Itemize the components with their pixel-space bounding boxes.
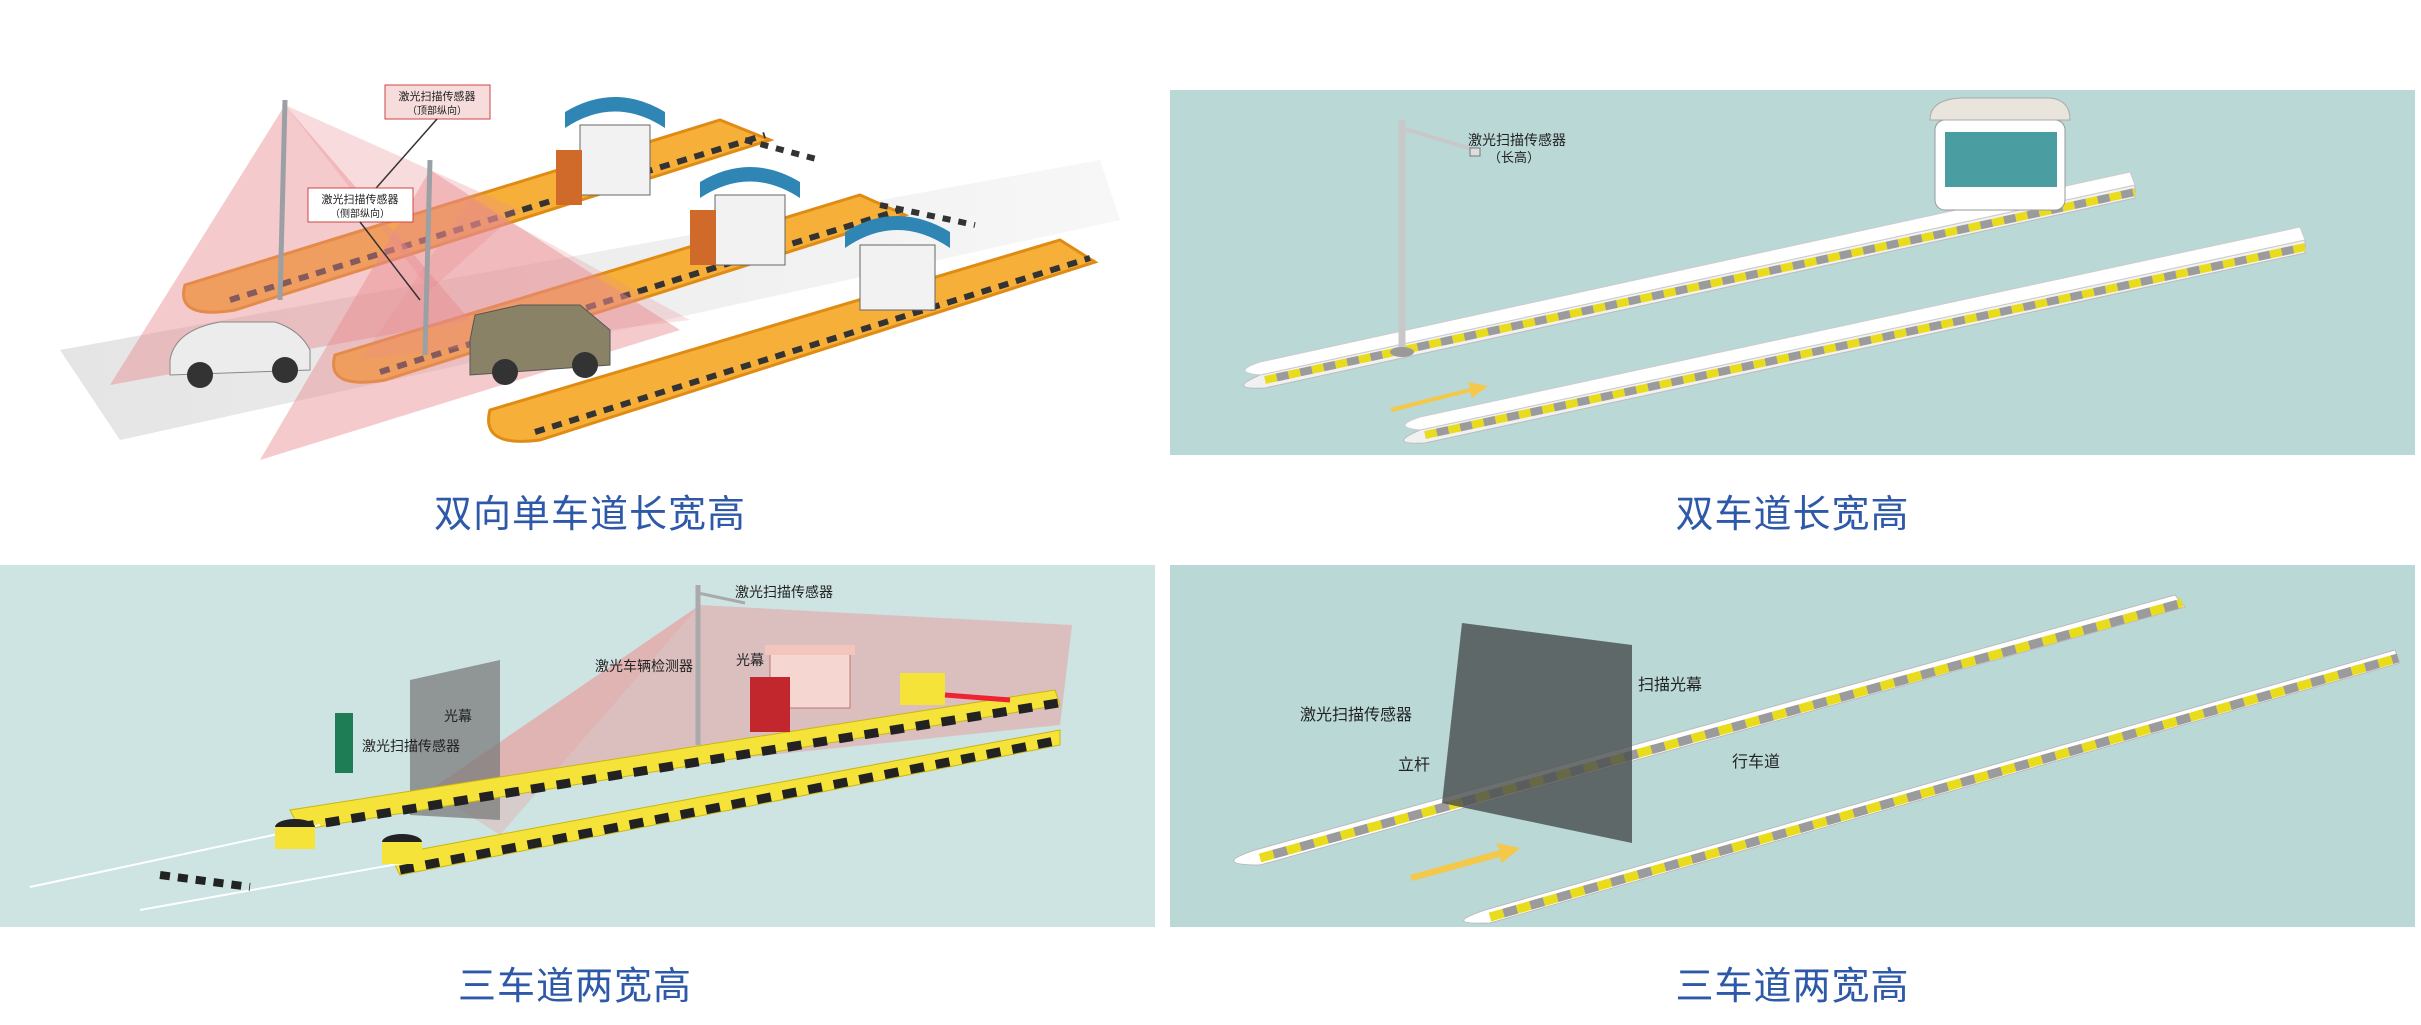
traffic-island [389,729,1061,876]
traffic-island [487,238,1099,443]
sensor-pole [277,99,433,356]
scan-light-curtain [1442,623,1632,843]
laser-sensor-icon [1469,147,1481,157]
sensor-pole [1390,120,1476,357]
sensor-label: 激光扫描传感器 [1468,132,1566,149]
toll-booth [750,645,855,732]
car [169,321,311,388]
lane-arrow [1410,843,1520,881]
curtain-label: 扫描光幕 [1638,675,1702,694]
toll-booth [845,216,950,311]
top-sensor-label: 激光扫描传感器 [735,584,833,601]
toll-booth [1929,97,2071,211]
barrier-gate [900,673,1011,705]
vehicle-detector-label: 激光车辆检测器 [595,658,693,675]
callout-side-sensor: 激光扫描传感器 （侧部纵向） [307,187,421,301]
panel-caption: 三车道两宽高 [1675,964,1910,1008]
sensor-label: 激光扫描传感器 [1300,705,1412,724]
diagram-panel-three-lane-b: 扫描光幕 激光扫描传感器 立杆 行车道 [1170,565,2415,927]
road-marking [29,824,421,911]
barrier-gate [744,137,976,228]
svg-text:激光扫描传感器: 激光扫描传感器 [399,89,476,103]
panel-caption: 双车道长宽高 [1675,492,1910,536]
diagram-panel-bidirectional: 激光扫描传感器 （顶部纵向） 激光扫描传感器 （侧部纵向） [0,0,1160,480]
pole-label: 立杆 [1398,755,1430,774]
svg-text:激光扫描传感器: 激光扫描传感器 [322,192,399,206]
sensor-sublabel: （长高） [1488,150,1540,166]
svg-text:（侧部纵向）: （侧部纵向） [330,207,390,220]
bollard [275,819,422,864]
svg-text:（顶部纵向）: （顶部纵向） [407,104,467,117]
traffic-island [1463,649,2401,924]
laser-scan-beam [110,105,690,460]
traffic-island [1233,594,2186,866]
stop-line [159,871,251,891]
panel-caption: 双向单车道长宽高 [433,492,746,536]
lane-label: 行车道 [1732,752,1780,771]
callout-top-sensor: 激光扫描传感器 （顶部纵向） [369,84,491,196]
toll-booth [556,97,665,205]
truck [469,304,611,385]
panel-caption: 三车道两宽高 [457,964,692,1008]
sensor-pole [695,585,746,745]
toll-lane-illustration-3: 激光扫描传感器 激光车辆检测器 光幕 光幕 激光扫描传感器 [29,584,1072,911]
traffic-island [1403,226,2306,444]
side-sensor-label: 激光扫描传感器 [362,738,460,755]
diagram-panel-dual-lane: 激光扫描传感器 （长高） [1170,90,2415,455]
lane-sign [335,713,353,773]
toll-booth [690,167,800,266]
toll-lane-illustration-1: 激光扫描传感器 （顶部纵向） 激光扫描传感器 （侧部纵向） [60,84,1120,460]
toll-lane-illustration-2: 激光扫描传感器 （长高） [1243,97,2306,444]
curtain-label-left: 光幕 [444,709,472,725]
lane-arrow [1390,382,1488,412]
toll-lane-illustration-4: 扫描光幕 激光扫描传感器 立杆 行车道 [1233,594,2401,924]
diagram-panel-three-lane-a: 激光扫描传感器 激光车辆检测器 光幕 光幕 激光扫描传感器 [0,565,1155,927]
curtain-label-right: 光幕 [736,653,764,669]
